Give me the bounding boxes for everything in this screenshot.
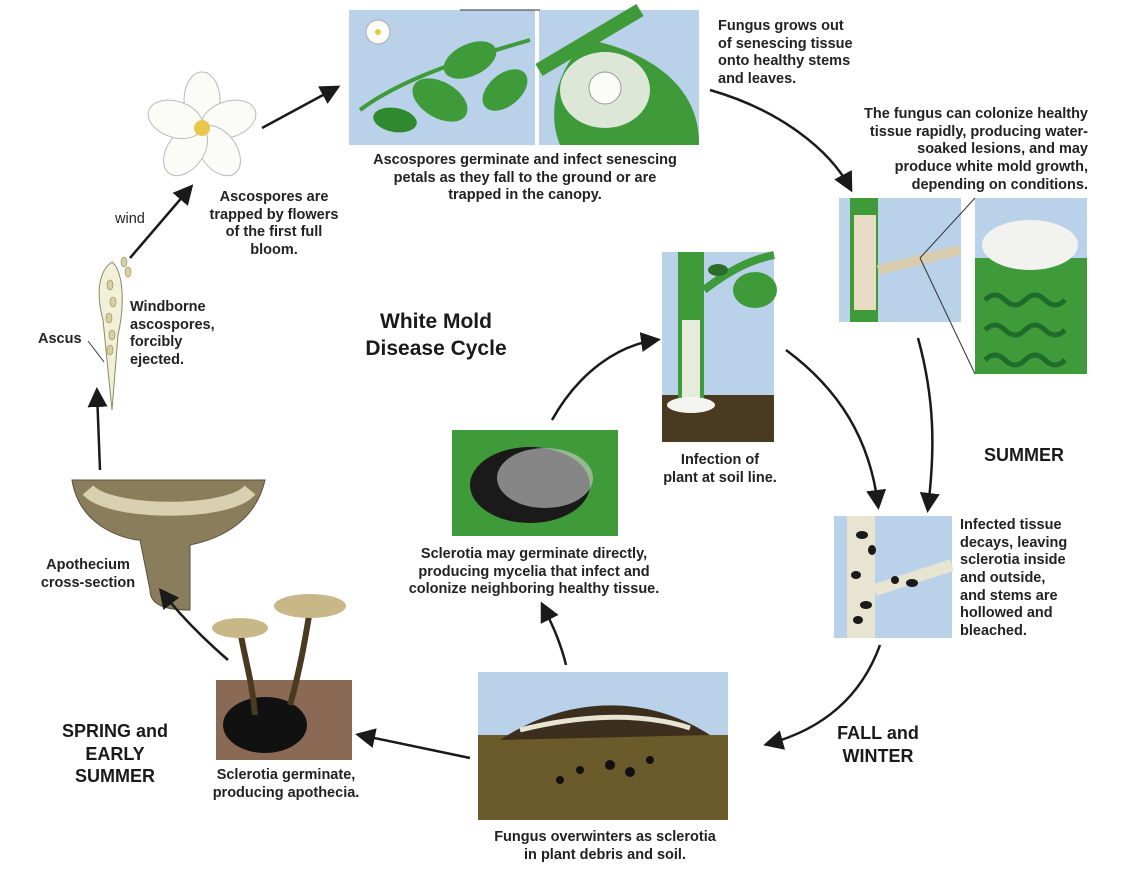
arrow-soil-line-to-sclerotia bbox=[785, 348, 887, 510]
season-summer: SUMMER bbox=[984, 445, 1064, 465]
arrow-sclerotia-to-overwinter bbox=[763, 644, 882, 750]
season-fall-winter: FALL and WINTER bbox=[837, 723, 919, 766]
label-infected-tissue: Infected tissue decays, leaving scleroti… bbox=[960, 517, 1068, 640]
soil-line-infection-panel bbox=[662, 251, 777, 442]
label-fungus-colonize: The fungus can colonize healthy tissue r… bbox=[864, 106, 1088, 193]
label-germinate-directly: Sclerotia may germinate directly, produc… bbox=[408, 546, 660, 598]
sclerotia-stem-panel bbox=[834, 516, 954, 638]
arrow-flower-to-panel bbox=[261, 85, 341, 130]
overwintering-panel bbox=[478, 672, 728, 820]
label-ascospores-germinate: Ascospores germinate and infect senescin… bbox=[373, 152, 677, 204]
arrow-panel-to-lesion bbox=[709, 88, 853, 193]
ascus-illustration bbox=[87, 256, 132, 411]
arrow-apothecia-to-cross-section bbox=[158, 588, 229, 661]
label-ascospores-trapped: Ascospores are trapped by flowers of the… bbox=[209, 189, 339, 259]
petal-infection-panel bbox=[349, 3, 700, 145]
flower-illustration bbox=[147, 71, 257, 177]
label-ascus: Ascus bbox=[38, 331, 82, 347]
arrow-ascus-to-flower bbox=[129, 184, 194, 259]
label-windborne-ascospores: Windborne ascospores, forcibly ejected. bbox=[130, 299, 215, 369]
arrow-lesion-to-sclerotia-right bbox=[916, 337, 940, 513]
label-sclerotia-germinate: Sclerotia germinate, producing apothecia… bbox=[212, 767, 360, 801]
diagram-title: White Mold Disease Cycle bbox=[365, 310, 507, 361]
label-fungus-grows: Fungus grows out of senescing tissue ont… bbox=[718, 18, 853, 88]
apothecia-panel bbox=[212, 594, 352, 760]
label-apothecium-cross-section: Apothecium cross-section bbox=[40, 557, 136, 591]
label-wind: wind bbox=[115, 211, 145, 227]
arrow-overwinter-to-apothecia bbox=[355, 728, 471, 760]
arrow-mycelia-to-soil-line bbox=[550, 332, 661, 421]
cycle-arrows bbox=[87, 85, 940, 760]
season-spring: SPRING and EARLY SUMMER bbox=[61, 721, 168, 786]
sclerotium-mycelia-panel bbox=[452, 430, 618, 536]
arrow-cross-section-to-ascus bbox=[87, 387, 108, 471]
label-overwinters: Fungus overwinters as sclerotia in plant… bbox=[494, 829, 716, 863]
label-soil-line-infection: Infection of plant at soil line. bbox=[663, 452, 777, 486]
stem-lesion-panel bbox=[839, 197, 1087, 375]
arrow-overwinter-to-germinate bbox=[540, 601, 568, 666]
